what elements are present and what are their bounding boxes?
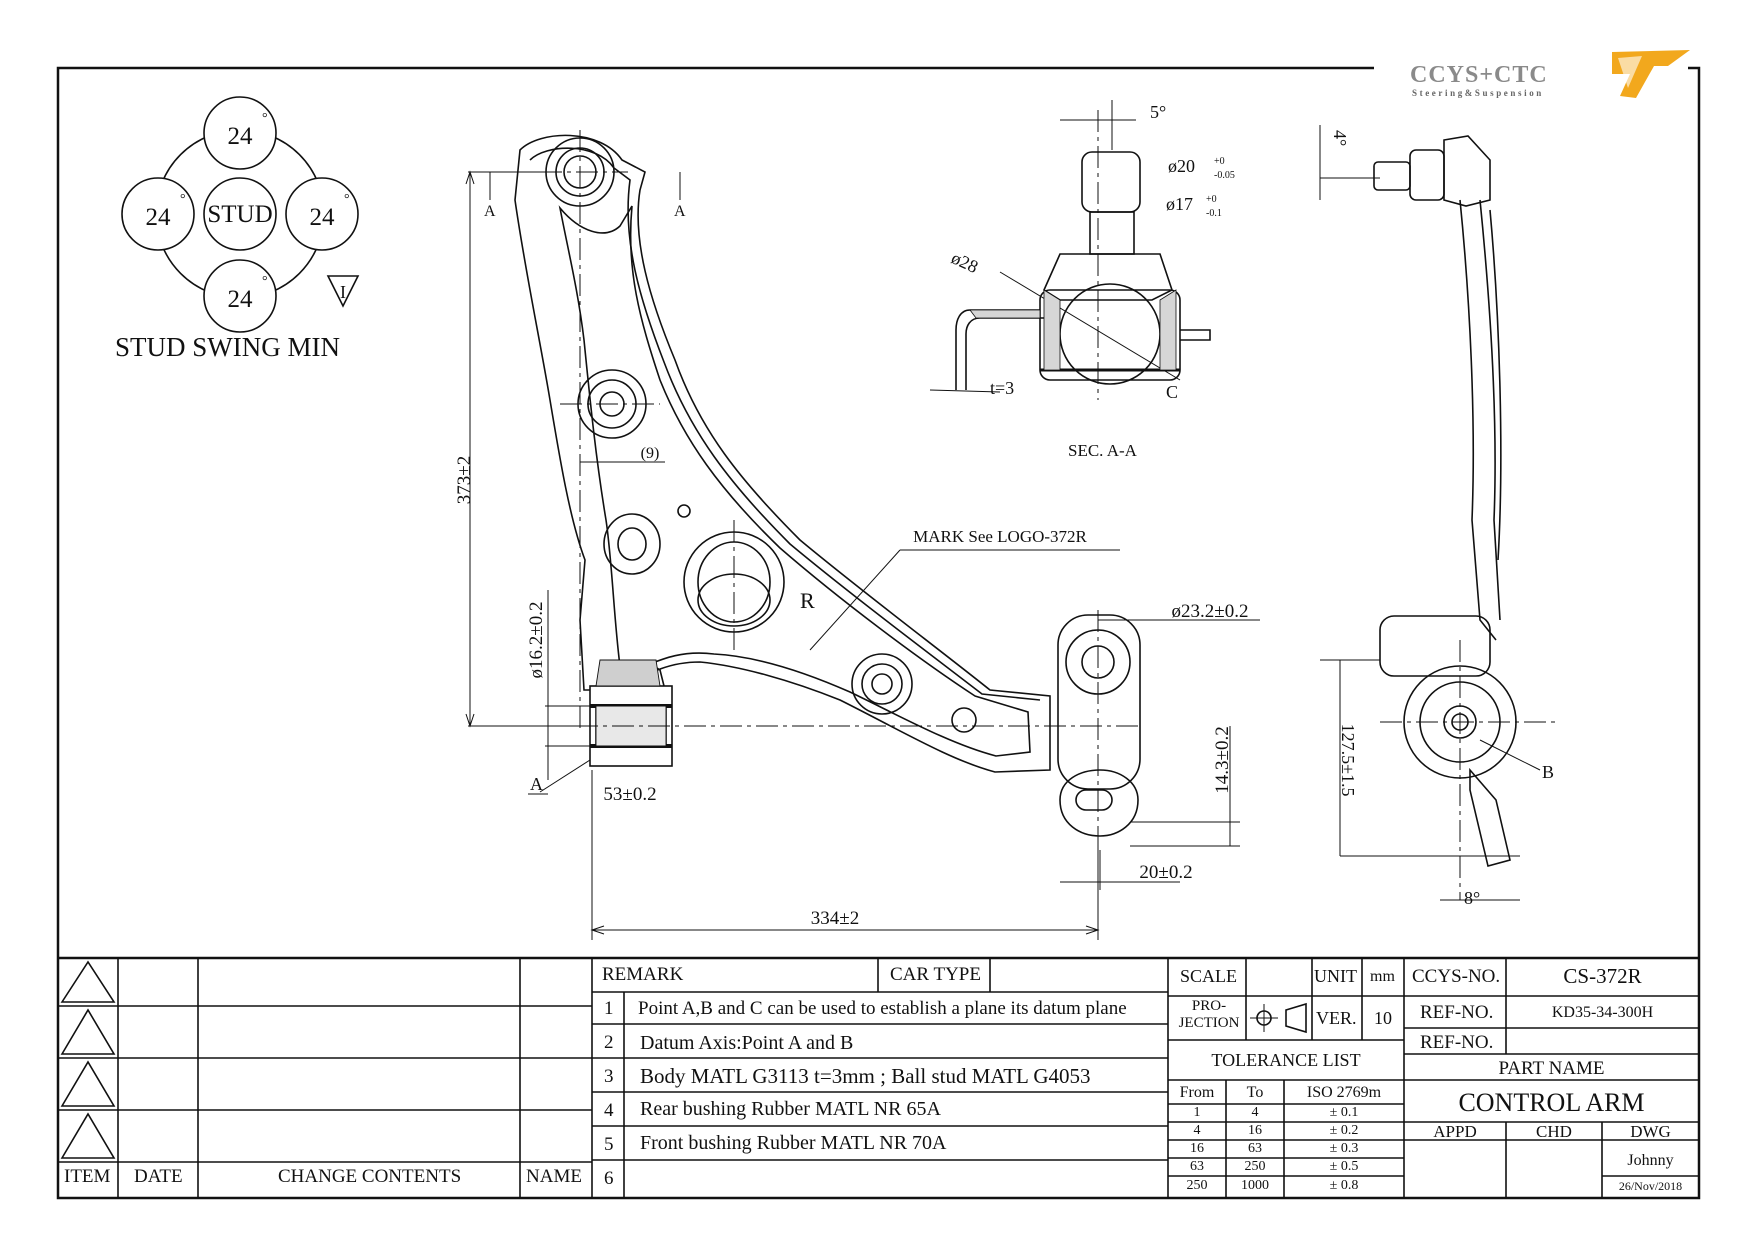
remark-text: Front bushing Rubber MATL NR 70A	[640, 1132, 947, 1154]
tolerance-title: TOLERANCE LIST	[1211, 1050, 1361, 1070]
car-type-label: CAR TYPE	[890, 964, 981, 985]
part-name: CONTROL ARM	[1458, 1088, 1645, 1117]
dimension-lines	[465, 170, 1260, 940]
ccys-no: CS-372R	[1563, 964, 1642, 988]
brand-logo: CCYS+CTC Steering&Suspension	[1410, 50, 1690, 98]
title-block-grid	[58, 956, 1699, 1198]
section-title: SEC. A-A	[1068, 441, 1138, 460]
dim-bush-dia: ø16.2±0.2	[526, 602, 547, 679]
side-angle: 4°	[1330, 130, 1350, 146]
dim-nine: (9)	[641, 445, 660, 462]
header-change: CHANGE CONTENTS	[278, 1166, 462, 1187]
ccys-no-label: CCYS-NO.	[1412, 966, 1501, 987]
swing-left: 24	[146, 204, 172, 231]
surface-symbol: I	[340, 282, 346, 302]
dim-height: 373±2	[454, 456, 475, 504]
remark-text: Body MATL G3113 t=3mm ; Ball stud MATL G…	[640, 1064, 1091, 1088]
ref-no: KD35-34-300H	[1551, 1004, 1654, 1021]
logo-brand: CCYS+CTC	[1410, 62, 1548, 88]
section-d28: ø28	[948, 247, 981, 277]
header-name: NAME	[526, 1166, 582, 1187]
stud-swing-caption: STUD SWING MIN	[115, 332, 340, 362]
section-d20: ø20	[1168, 156, 1195, 176]
remark-label: REMARK	[602, 964, 684, 985]
appd-label: APPD	[1433, 1122, 1477, 1141]
section-labels: 5° ø20 +0 -0.05 ø17 +0 -0.1 ø28 t=3 C SE…	[948, 102, 1235, 460]
svg-text:-0.05: -0.05	[1214, 170, 1235, 181]
projection-label: PRO- JECTION	[1178, 998, 1240, 1031]
section-angle: 5°	[1150, 102, 1166, 122]
side-b-label: B	[1542, 762, 1554, 782]
section-hatching	[969, 289, 1177, 371]
stud-swing-labels: 24 ° 24 ° STUD 24 ° 24 ° I STUD SWING MI…	[115, 111, 350, 362]
side-view-labels: 4° 127.5±1.5 B 8°	[1330, 130, 1554, 908]
mark-note: MARK See LOGO-372R	[913, 527, 1087, 546]
unit-value: mm	[1370, 968, 1395, 985]
section-thickness: t=3	[990, 378, 1014, 398]
r-label: R	[800, 588, 815, 613]
dim-ring-dia: ø23.2±0.2	[1172, 601, 1249, 622]
dim-offset: 14.3±0.2	[1212, 726, 1233, 793]
remark-no: 5	[604, 1134, 614, 1155]
unit-label: UNIT	[1314, 966, 1357, 986]
remark-text: Datum Axis:Point A and B	[640, 1032, 854, 1054]
dim-slot: 20±0.2	[1139, 862, 1192, 883]
centerlines	[540, 130, 1140, 850]
ref-no-label: REF-NO.	[1420, 1002, 1494, 1023]
header-date: DATE	[134, 1166, 183, 1187]
chd-label: CHD	[1536, 1122, 1572, 1141]
remark-no: 3	[604, 1066, 614, 1087]
side-len: 127.5±1.5	[1338, 724, 1358, 797]
svg-text:+0: +0	[1206, 194, 1217, 205]
remark-no: 2	[604, 1032, 614, 1053]
remark-no: 6	[604, 1168, 614, 1189]
section-d17: ø17	[1166, 194, 1193, 214]
dim-span: 334±2	[811, 908, 859, 929]
svg-text:°: °	[344, 192, 350, 207]
remark-text: Rear bushing Rubber MATL NR 65A	[640, 1098, 941, 1120]
remark-no: 4	[604, 1100, 614, 1121]
ver-label: VER.	[1316, 1008, 1357, 1028]
section-a-left: A	[484, 203, 496, 220]
side-view	[1319, 125, 1560, 901]
main-view-labels: 373±2 ø16.2±0.2 53±0.2 334±2 ø23.2±0.2 1…	[454, 203, 1248, 929]
svg-text:°: °	[180, 192, 186, 207]
swing-right: 24	[310, 204, 336, 231]
drawing-date: 26/Nov/2018	[1618, 1179, 1683, 1193]
part-name-label: PART NAME	[1498, 1058, 1605, 1079]
section-c-label: C	[1166, 382, 1178, 402]
sheet-border	[56, 66, 1701, 1200]
scale-label: SCALE	[1180, 966, 1238, 986]
swing-bottom: 24	[228, 286, 254, 313]
svg-text:°: °	[262, 111, 268, 126]
ref-no2-label: REF-NO.	[1420, 1032, 1494, 1053]
header-item: ITEM	[64, 1166, 111, 1187]
svg-text:+0: +0	[1214, 156, 1225, 167]
logo-tagline: Steering&Suspension	[1412, 88, 1544, 98]
point-a-label: A	[530, 774, 543, 794]
dwg-by: Johnny	[1627, 1152, 1674, 1169]
remark-no: 1	[604, 998, 614, 1019]
svg-text:-0.1: -0.1	[1206, 208, 1222, 219]
section-a-right: A	[674, 203, 686, 220]
swing-center: STUD	[207, 201, 272, 228]
remark-text: Point A,B and C can be used to establish…	[638, 998, 1127, 1019]
dim-bush-len: 53±0.2	[603, 784, 656, 805]
side-angle8: 8°	[1464, 888, 1480, 908]
dwg-label: DWG	[1630, 1122, 1671, 1141]
swing-top: 24	[228, 123, 254, 150]
svg-text:°: °	[262, 274, 268, 289]
ver-value: 10	[1374, 1008, 1392, 1028]
stud-swing-diagram	[121, 96, 360, 333]
